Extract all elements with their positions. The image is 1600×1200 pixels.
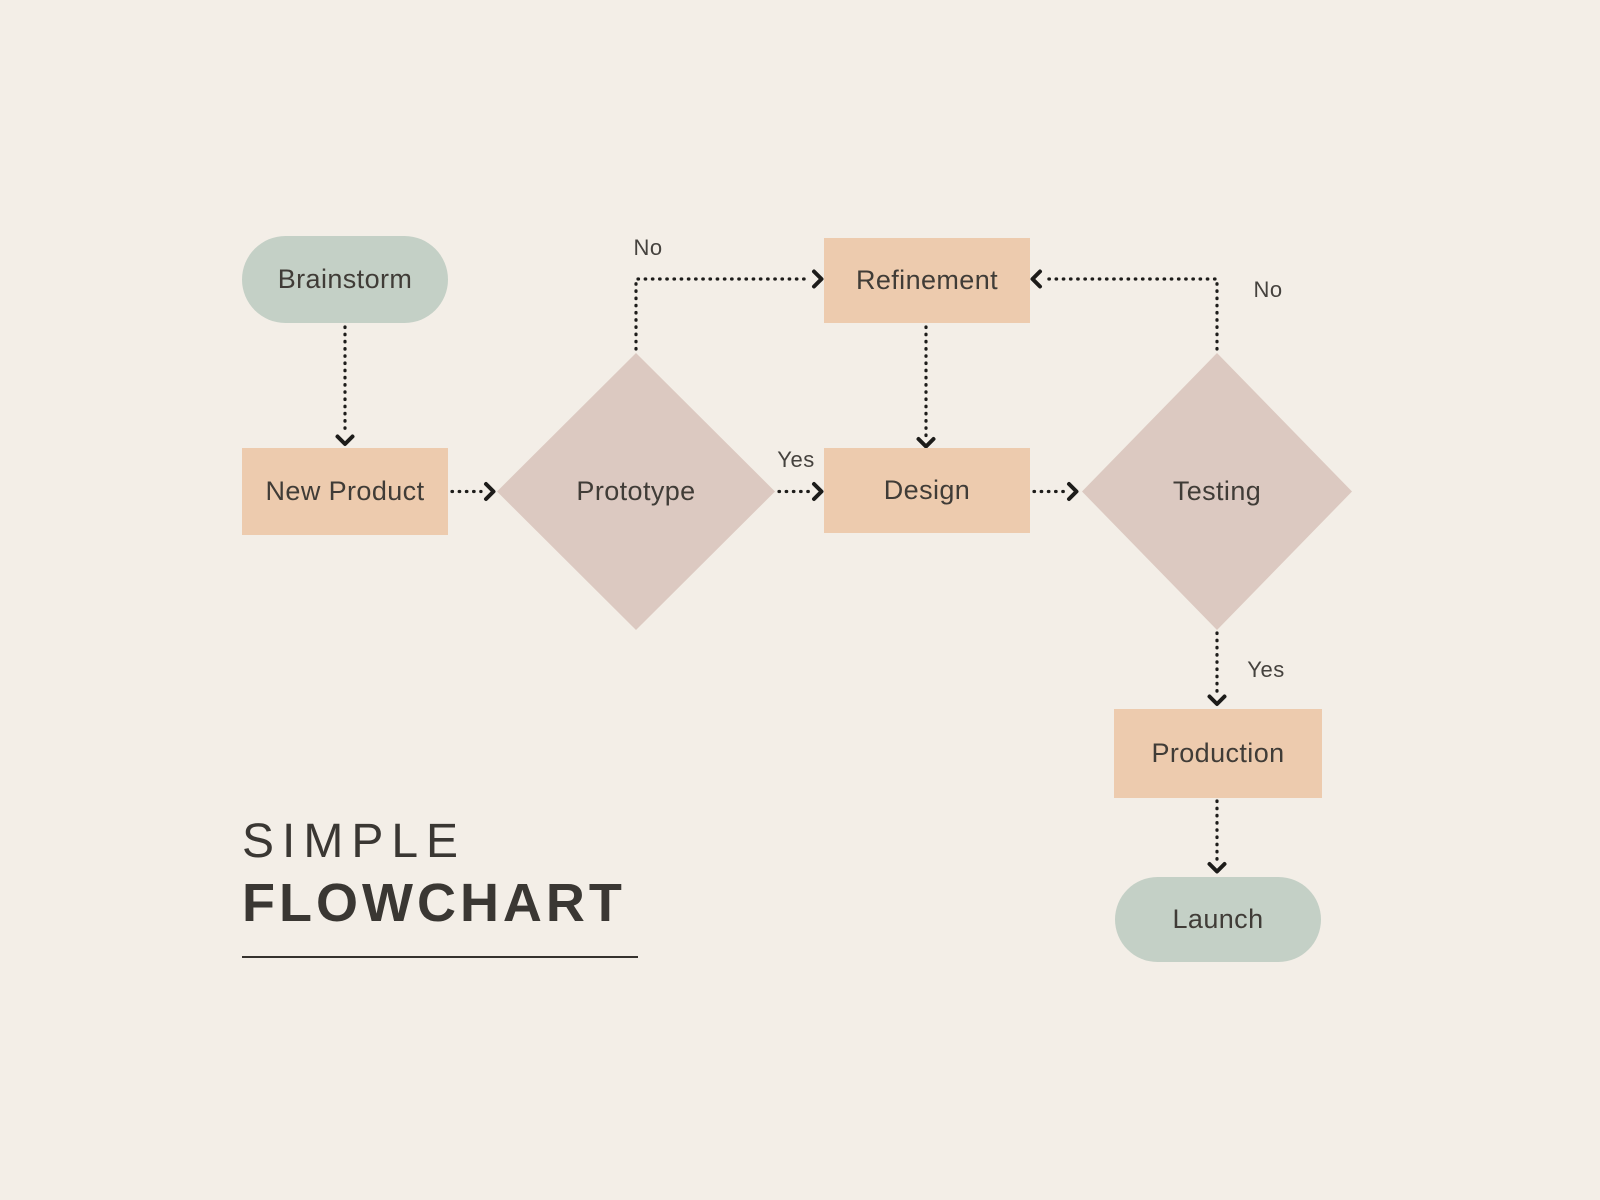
title-line-2: FLOWCHART [242, 873, 626, 933]
node-production-label: Production [1151, 738, 1285, 768]
edge-brainstorm-to-newproduct [335, 325, 355, 446]
node-launch: Launch [1115, 877, 1321, 962]
edge-newproduct-to-prototype [450, 482, 496, 501]
node-production: Production [1114, 709, 1322, 798]
edge-design-to-testing [1032, 482, 1079, 501]
node-refinement: Refinement [824, 238, 1030, 323]
node-new-product-label: New Product [265, 476, 425, 506]
title-line-1: SIMPLE [242, 815, 467, 868]
edge-testing-to-production-yes [1207, 631, 1227, 706]
node-design: Design [824, 448, 1030, 533]
node-refinement-label: Refinement [855, 265, 999, 295]
edge-label-testing-no: No [1253, 277, 1283, 302]
edge-label-testing-yes: Yes [1247, 657, 1285, 682]
node-launch-label: Launch [1172, 904, 1264, 934]
edge-label-prototype-yes: Yes [777, 447, 815, 472]
node-prototype-label: Prototype [576, 476, 696, 506]
title-underline [242, 956, 638, 958]
edge-label-prototype-no: No [633, 235, 663, 260]
node-brainstorm: Brainstorm [242, 236, 448, 323]
edge-refinement-to-design [916, 325, 936, 449]
node-brainstorm-label: Brainstorm [277, 264, 413, 294]
node-testing-label: Testing [1172, 476, 1262, 506]
edge-prototype-to-design-yes [777, 482, 824, 501]
node-new-product: New Product [242, 448, 448, 535]
edge-testing-to-refinement-no [1030, 269, 1219, 351]
node-design-label: Design [883, 475, 971, 505]
edge-prototype-to-refinement-no [634, 269, 824, 351]
edge-production-to-launch [1207, 799, 1227, 874]
